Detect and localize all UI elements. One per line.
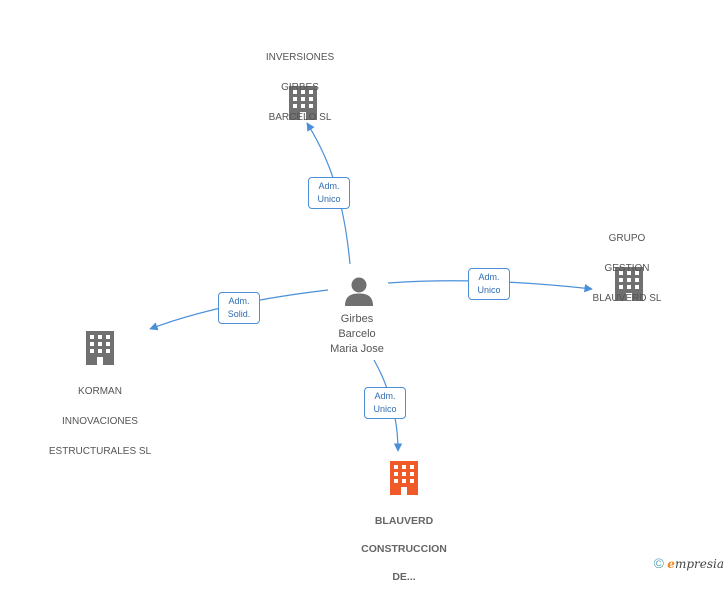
edge-label-blauverd[interactable]: Adm. Unico [364,387,406,419]
label-line: Barcelo [338,328,376,340]
label-line: Girbes [340,313,374,325]
edge-label-korman[interactable]: Adm. Solid. [218,292,260,324]
brand-logo-text: mpresia [674,557,724,571]
edge-label-grupo[interactable]: Adm. Unico [468,268,510,300]
person-label[interactable]: Girbes Barcelo Maria Jose [307,312,407,357]
edge-label-line: Adm. [478,272,500,282]
label-line: BARCELO SL [268,112,332,123]
edge-label-line: Unico [317,194,341,204]
label-line: DE... [392,571,416,583]
relationship-graph [86,86,643,495]
building-icon[interactable] [289,86,317,120]
edge-label-line: Adm. [228,296,250,306]
label-line: CONSTRUCCION [361,543,447,555]
person-icon[interactable] [345,277,373,307]
edge-label-inversiones[interactable]: Adm. Unico [308,177,350,209]
edge-label-line: Unico [477,285,501,295]
label-line: GRUPO [608,233,646,244]
edge-label-line: Adm. [318,181,340,191]
label-line: KORMAN [78,386,122,397]
edge-label-line: Solid. [227,309,251,319]
copyright-symbol: © [653,555,664,571]
company-label-korman[interactable]: KORMAN INNOVACIONES ESTRUCTURALES SL [38,369,162,474]
edge-label-line: Unico [373,404,397,414]
building-icon-main[interactable] [390,461,418,495]
edge-label-line: Adm. [374,391,396,401]
label-line: ESTRUCTURALES SL [48,446,152,457]
company-label-grupo[interactable]: GRUPO GESTION BLAUVERD SL [567,216,687,321]
company-label-inversiones[interactable]: INVERSIONES GIRBES BARCELO SL [240,35,360,140]
label-line: Maria Jose [330,343,384,355]
label-line: INNOVACIONES [62,416,138,427]
label-line: GESTION [604,263,650,274]
brand-footer[interactable]: © empresia [654,555,724,571]
label-line: BLAUVERD [374,515,434,527]
label-line: BLAUVERD SL [592,293,662,304]
company-label-blauverd[interactable]: BLAUVERD CONSTRUCCION DE... [344,500,464,598]
label-line: INVERSIONES [265,52,335,63]
building-icon[interactable] [86,331,114,365]
label-line: GIRBES [281,82,319,93]
brand-logo-initial: e [667,557,675,571]
building-icon[interactable] [615,267,643,301]
